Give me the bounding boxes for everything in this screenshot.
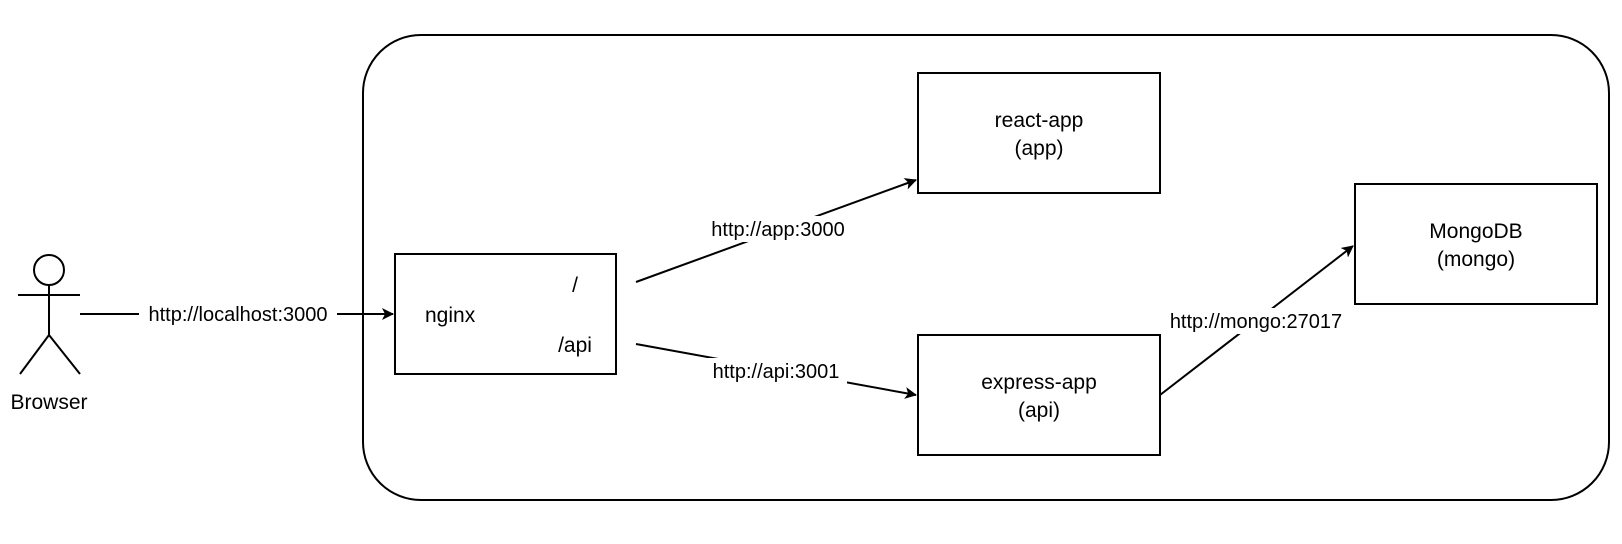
express-app-sublabel: (api) xyxy=(1018,399,1060,422)
edge-label-bg xyxy=(705,358,847,384)
edge-nginx-to-react: http://app:3000 xyxy=(635,178,917,283)
actor-left-leg xyxy=(19,334,50,375)
nginx-route-api: /api xyxy=(558,334,592,357)
react-app-sublabel: (app) xyxy=(1014,137,1063,160)
mongodb-label: MongoDB xyxy=(1429,220,1522,243)
edge-label: http://app:3000 xyxy=(711,219,844,241)
express-app-box xyxy=(917,334,1161,456)
edge-nginx-to-express: http://api:3001 xyxy=(635,343,917,399)
actor-head xyxy=(33,254,65,286)
edge-label: http://localhost:3000 xyxy=(148,304,327,326)
express-app-node: express-app (api) xyxy=(917,334,1161,456)
edge-label-bg xyxy=(704,216,852,242)
actor-right-leg xyxy=(48,334,81,375)
edge-label-bg xyxy=(1160,308,1352,334)
container-boundary xyxy=(362,34,1610,501)
nginx-node: nginx / /api xyxy=(394,253,617,375)
edge-browser-to-nginx: http://localhost:3000 xyxy=(80,301,394,327)
edge-label-bg xyxy=(139,301,337,327)
nginx-label: nginx xyxy=(425,304,476,327)
mongodb-node: MongoDB (mongo) xyxy=(1354,183,1598,305)
mongodb-sublabel: (mongo) xyxy=(1437,248,1515,271)
browser-label: Browser xyxy=(10,391,87,414)
edge-label: http://mongo:27017 xyxy=(1170,311,1342,333)
mongodb-box xyxy=(1354,183,1598,305)
browser-actor: Browser xyxy=(10,254,88,414)
react-app-label: react-app xyxy=(995,109,1084,132)
express-app-label: express-app xyxy=(981,371,1097,394)
edge-label: http://api:3001 xyxy=(713,361,840,383)
react-app-box xyxy=(917,72,1161,194)
nginx-route-root: / xyxy=(572,274,578,297)
edge-express-to-mongo: http://mongo:27017 xyxy=(1159,245,1354,396)
react-app-node: react-app (app) xyxy=(917,72,1161,194)
nginx-box xyxy=(394,253,617,375)
